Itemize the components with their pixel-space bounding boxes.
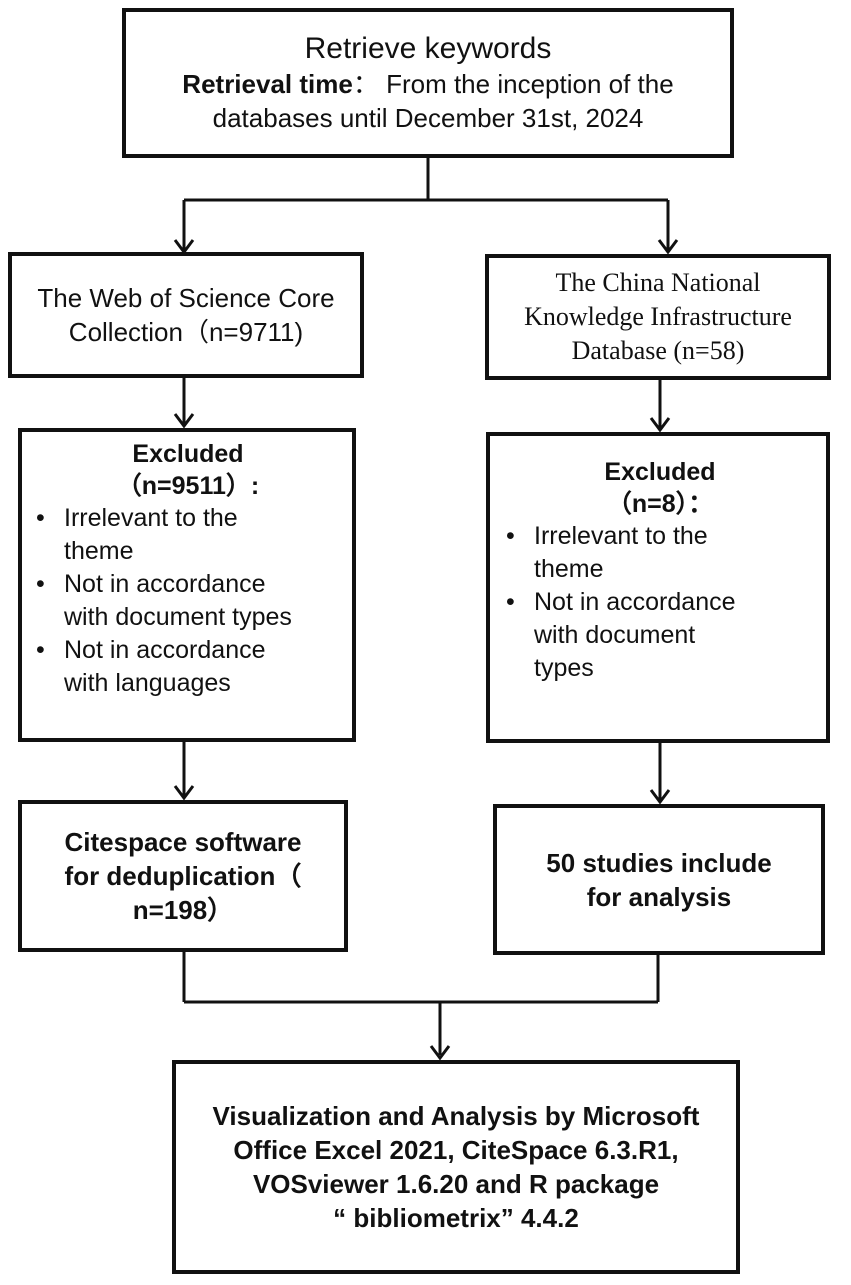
visualization-analysis-box: Visualization and Analysis by Microsoft … (172, 1060, 740, 1274)
included-studies-line2: for analysis (586, 881, 732, 912)
retrieval-time-text-1: From the inception of the (386, 69, 674, 99)
included-studies-box: 50 studies include for analysis (493, 804, 825, 955)
retrieve-keywords-box: Retrieve keywords Retrieval time： From t… (122, 8, 734, 158)
visualization-line1: Visualization and Analysis by Microsoft (212, 1101, 700, 1131)
cnki-excluded-heading: Excluded (604, 458, 716, 486)
retrieval-time-line1: Retrieval time： From the inception of th… (182, 67, 673, 101)
deduplication-line3: n=198） (132, 895, 234, 925)
deduplication-line2: for deduplication（ (64, 861, 302, 891)
retrieve-keywords-title: Retrieve keywords (304, 32, 552, 65)
wos-excluded-count: （n=9511）: (116, 472, 260, 500)
cnki-source-box: The China National Knowledge Infrastruct… (485, 254, 831, 380)
included-studies-line1: 50 studies include (546, 847, 772, 878)
visualization-line3: VOSviewer 1.6.20 and R package (252, 1169, 660, 1199)
visualization-line2: Office Excel 2021, CiteSpace 6.3.R1, (233, 1135, 679, 1165)
wos-source-line1: The Web of Science Core (37, 283, 335, 313)
wos-source-line2: Collection（n=9711) (68, 317, 304, 347)
deduplication-box: Citespace software for deduplication（ n=… (18, 800, 348, 952)
cnki-source-line1: The China National (555, 268, 761, 297)
cnki-source-line3: Database (n=58) (571, 336, 745, 365)
wos-excluded-heading: Excluded (132, 440, 244, 468)
visualization-line4: “ bibliometrix” 4.4.2 (333, 1203, 579, 1233)
cnki-excluded-count: （n=8）： (606, 490, 714, 518)
retrieval-time-label: Retrieval time (182, 69, 353, 99)
retrieval-time-separator: ： (352, 69, 379, 99)
retrieval-time-line2: databases until December 31st, 2024 (212, 103, 644, 133)
wos-source-box: The Web of Science Core Collection（n=971… (8, 252, 364, 378)
deduplication-line1: Citespace software (64, 827, 302, 857)
cnki-source-line2: Knowledge Infrastructure (524, 302, 792, 331)
